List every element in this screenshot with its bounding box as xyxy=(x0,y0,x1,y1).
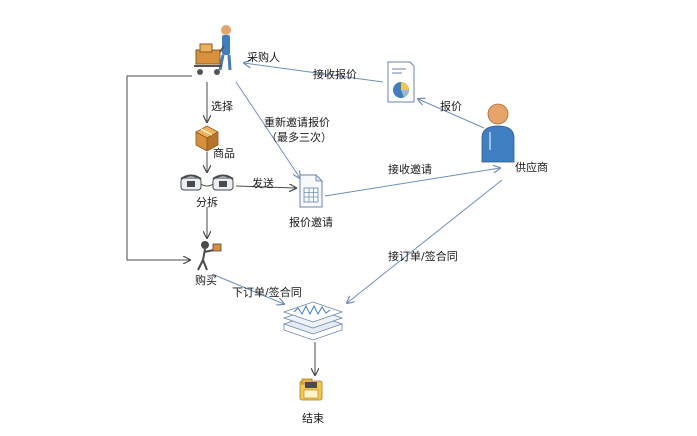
edge-order-supplier xyxy=(347,179,503,303)
shopper-icon xyxy=(197,241,222,271)
send-label: 发送 xyxy=(252,177,274,190)
edge-reinvite xyxy=(235,81,300,178)
split-label: 分拆 xyxy=(196,196,218,209)
shopping-cart-person-icon xyxy=(194,25,232,75)
supplier-node xyxy=(478,102,518,164)
quote-invite-node xyxy=(299,174,323,208)
package-box-icon xyxy=(195,125,219,152)
person-icon xyxy=(481,103,515,163)
quote-invite-label: 报价邀请 xyxy=(289,216,333,229)
split-node xyxy=(179,172,237,192)
receive-invite-label: 接收邀请 xyxy=(388,163,432,176)
spreadsheet-document-icon xyxy=(299,174,323,208)
buyer-label: 采购人 xyxy=(247,51,280,64)
receive-quote-label: 接收报价 xyxy=(313,68,357,81)
quote-doc-node xyxy=(384,60,416,104)
goods-label: 商品 xyxy=(213,147,235,160)
document-stack-icon xyxy=(282,301,344,341)
reinvite-note-label: （最多三次） xyxy=(266,131,332,144)
select-label: 选择 xyxy=(211,100,233,113)
report-pie-chart-icon xyxy=(387,61,415,103)
edge-receive-invite xyxy=(324,168,500,197)
folder-icon xyxy=(299,378,323,401)
end-node xyxy=(299,378,323,402)
order-supplier-label: 接订单/签合同 xyxy=(388,250,458,263)
edge-loop xyxy=(126,75,192,260)
contract-node xyxy=(280,300,346,342)
telephone-icon xyxy=(180,174,234,191)
supplier-label: 供应商 xyxy=(515,161,548,174)
buy-node xyxy=(192,240,224,272)
end-label: 结束 xyxy=(302,412,324,425)
edge-receive-quote xyxy=(244,63,384,83)
quote-label: 报价 xyxy=(440,100,462,113)
order-buyer-label: 下订单/签合同 xyxy=(232,286,302,299)
edge-quote xyxy=(418,99,485,129)
edge-order-buyer xyxy=(211,273,284,304)
reinvite-label: 重新邀请报价 xyxy=(264,116,330,129)
edge-send xyxy=(235,186,296,188)
goods-node xyxy=(194,124,220,152)
buy-label: 购买 xyxy=(195,274,217,287)
buyer-node xyxy=(190,24,240,82)
